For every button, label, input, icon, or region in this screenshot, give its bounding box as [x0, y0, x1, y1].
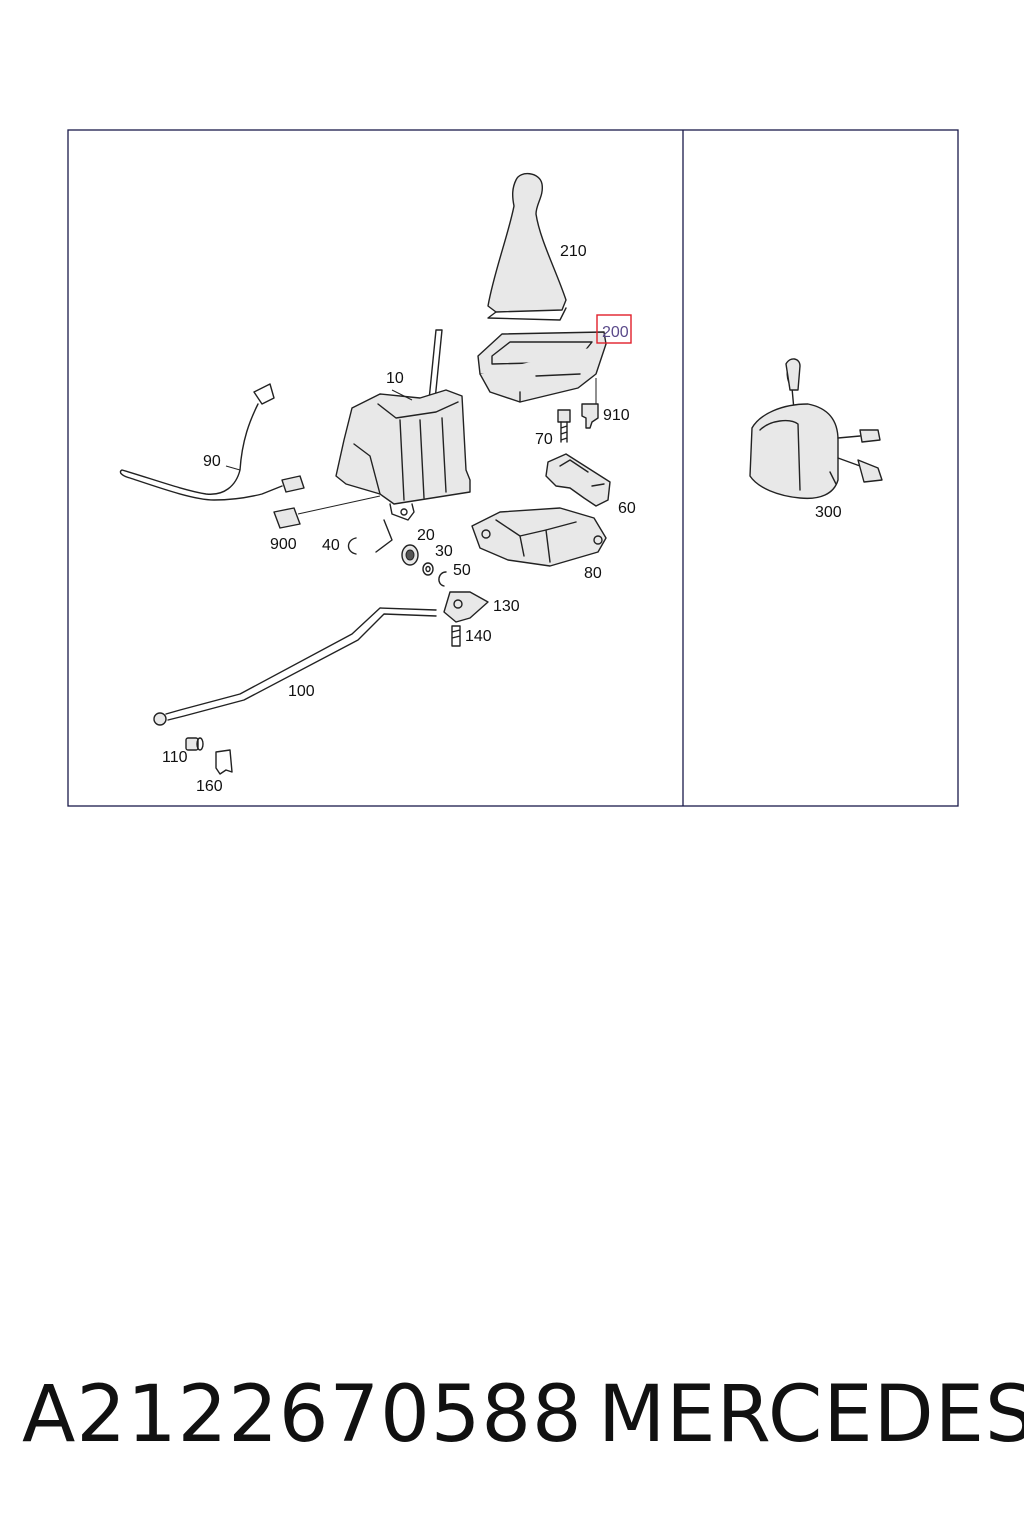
callout-60[interactable]: 60	[618, 500, 636, 517]
part-300-assembly[interactable]	[749, 358, 883, 500]
part-140-bolt[interactable]	[451, 625, 461, 647]
highlight-box-200	[596, 314, 632, 344]
callout-160[interactable]: 160	[196, 778, 223, 795]
callout-80[interactable]: 80	[584, 565, 602, 582]
part-200-trim-frame[interactable]	[477, 331, 607, 403]
footer: A2122670588 MERCEDES	[0, 1370, 1024, 1490]
callout-910[interactable]: 910	[603, 407, 630, 424]
callout-50[interactable]: 50	[453, 562, 471, 579]
callout-130[interactable]: 130	[493, 598, 520, 615]
parts-diagram: 210 200 10 910 70 90 60 900 40 20 30 50 …	[67, 129, 959, 807]
part-910-clip[interactable]	[581, 403, 599, 429]
part-50-clip[interactable]	[438, 571, 447, 587]
part-70-screw[interactable]	[557, 409, 571, 443]
diagram-frame	[67, 129, 959, 807]
part-110-cable-bush[interactable]	[185, 737, 204, 751]
callout-10[interactable]: 10	[386, 370, 404, 387]
part-210-shift-boot[interactable]	[487, 173, 567, 321]
part-20-bushing[interactable]	[401, 544, 419, 566]
callout-20[interactable]: 20	[417, 527, 435, 544]
brand-name: MERCEDES	[598, 1370, 1024, 1460]
callout-200[interactable]: 200	[602, 324, 629, 341]
callout-300[interactable]: 300	[815, 504, 842, 521]
callout-90[interactable]: 90	[203, 453, 221, 470]
part-30-washer[interactable]	[422, 562, 434, 576]
callout-30[interactable]: 30	[435, 543, 453, 560]
part-90-wiring-harness[interactable]	[119, 383, 305, 501]
part-40-circlip[interactable]	[347, 537, 357, 555]
part-80-base-plate[interactable]	[471, 507, 607, 567]
callout-100[interactable]: 100	[288, 683, 315, 700]
part-10-selector-housing[interactable]	[335, 329, 471, 553]
callout-900[interactable]: 900	[270, 536, 297, 553]
part-60-bracket[interactable]	[545, 453, 611, 507]
callout-110[interactable]: 110	[162, 749, 188, 766]
callout-140[interactable]: 140	[465, 628, 492, 645]
callout-40[interactable]: 40	[322, 537, 340, 554]
part-number: A2122670588	[22, 1370, 583, 1460]
part-130-bracket[interactable]	[443, 591, 489, 623]
part-100-shift-cable[interactable]	[153, 607, 437, 726]
part-900-connector[interactable]	[273, 507, 301, 529]
callout-70[interactable]: 70	[535, 431, 553, 448]
part-160-clamp[interactable]	[215, 749, 233, 775]
callout-210[interactable]: 210	[560, 243, 587, 260]
